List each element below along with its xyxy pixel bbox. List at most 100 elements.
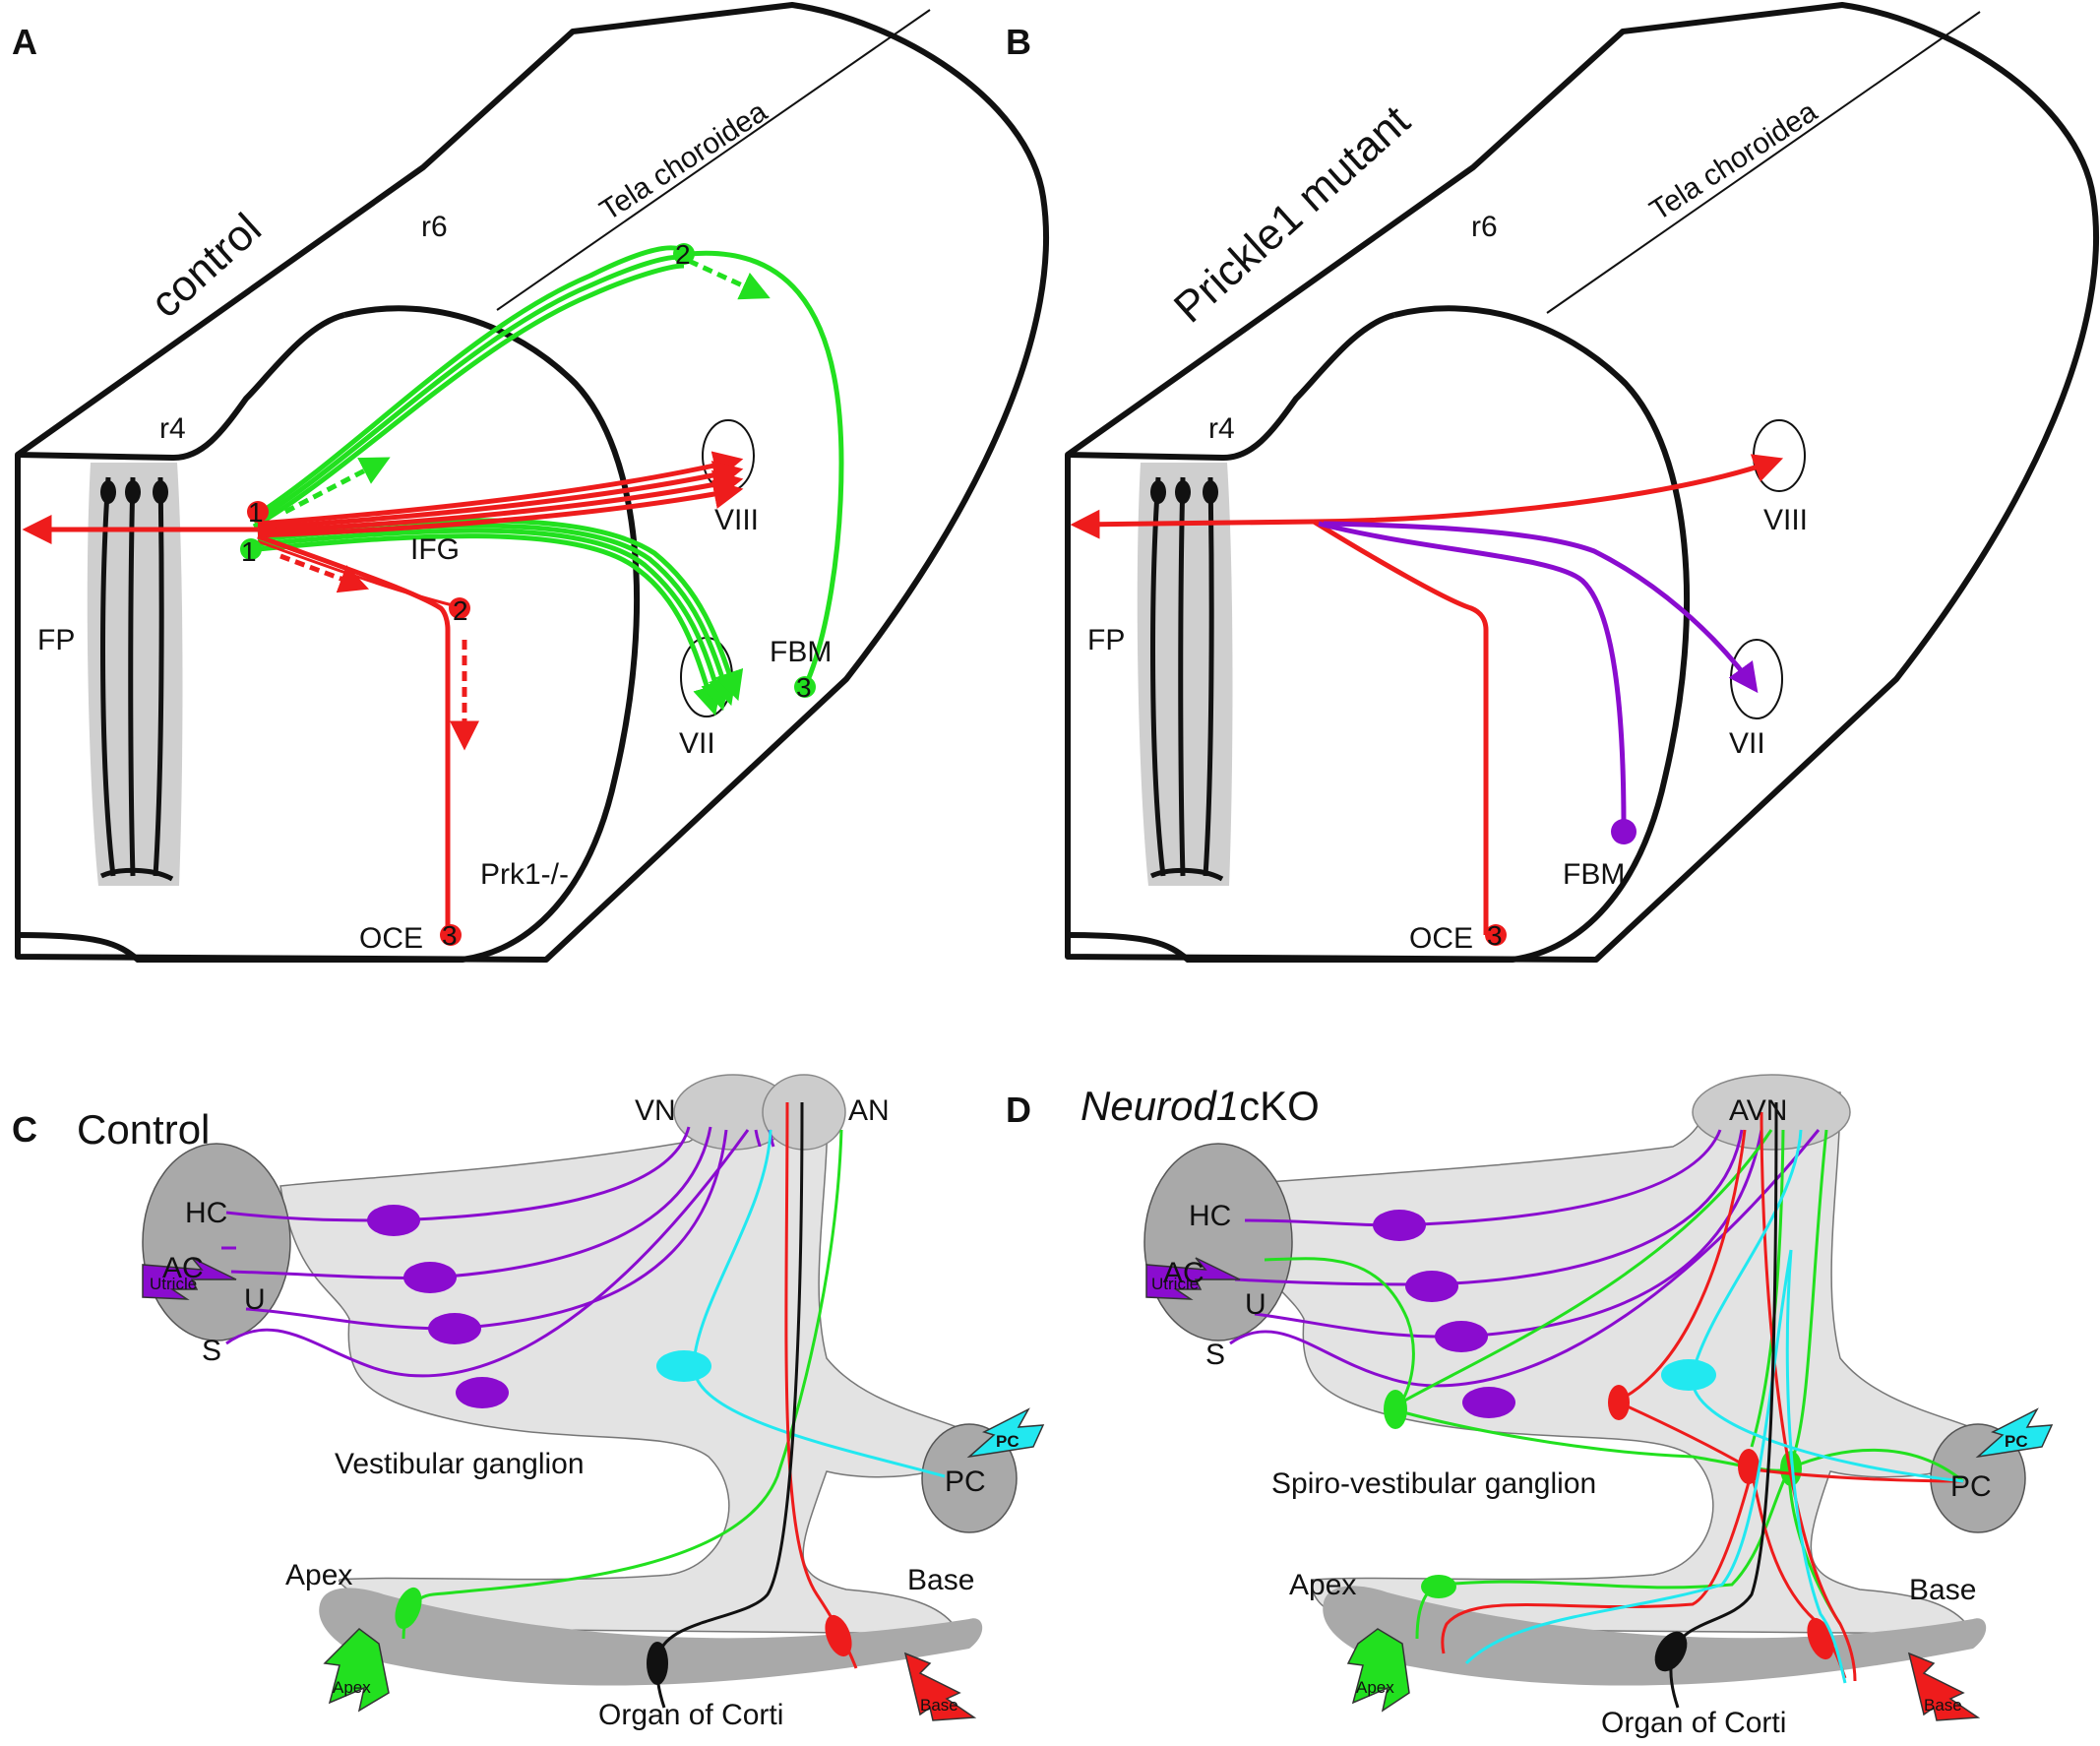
red-base-soma	[825, 1614, 852, 1657]
pc-label: PC	[1950, 1470, 1992, 1503]
organ-label: Organ of Corti	[598, 1699, 783, 1731]
green-apex-soma	[1421, 1575, 1456, 1598]
red-soma-2	[1738, 1449, 1760, 1484]
ac-label: AC	[162, 1252, 204, 1284]
tela-choroidea-line	[1546, 11, 1981, 314]
u-label: U	[1245, 1288, 1266, 1321]
panel-d-title-italic: Neurod1	[1081, 1083, 1239, 1129]
avn-label: AVN	[1729, 1094, 1787, 1127]
panel-b-letter: B	[1006, 22, 1031, 62]
base-label: Base	[1909, 1574, 1976, 1606]
r6-label: r6	[1471, 211, 1498, 243]
pc-arrow	[966, 1407, 1045, 1459]
s-label: S	[1205, 1339, 1225, 1371]
vestibular-endorgan	[142, 1143, 291, 1341]
marker-2-red	[449, 597, 470, 619]
organ-of-corti	[1323, 1586, 1987, 1686]
marker-3-green	[794, 676, 816, 698]
marker-2-green	[673, 243, 695, 265]
apex-arrow-label: Apex	[333, 1678, 371, 1697]
otic-region-outline	[1067, 305, 1691, 963]
green-apex-fiber	[401, 1129, 843, 1640]
marker-1-red-label: 1	[248, 497, 264, 528]
floor-plate-neurons	[99, 476, 174, 882]
marker-2-green-label: 2	[675, 239, 691, 270]
floor-plate-somata	[1150, 480, 1218, 504]
base-arrow-label: Base	[1924, 1696, 1962, 1715]
base-label: Base	[907, 1564, 974, 1596]
marker-2-red-label: 2	[453, 595, 468, 626]
purple-vestibular-somata	[1373, 1210, 1515, 1418]
panel-d-title: Neurod1cKO	[1081, 1083, 1320, 1129]
marker-3-red	[440, 924, 462, 946]
ganglion-body	[1224, 1091, 1999, 1635]
utricle-arrow-label: Utricle	[150, 1275, 197, 1293]
viii-label: VIII	[714, 504, 759, 536]
panel-a: A	[12, 2, 1049, 963]
pc-arrow-label: PC	[996, 1432, 1019, 1451]
red-base-soma	[1807, 1617, 1834, 1660]
base-arrow	[1907, 1652, 1981, 1721]
hindbrain-outline	[15, 2, 1049, 963]
green-apex-soma	[395, 1587, 422, 1630]
avn-nucleus	[1692, 1074, 1851, 1151]
ganglion-label: Spiro-vestibular ganglion	[1271, 1467, 1596, 1500]
oce-label: OCE	[359, 922, 423, 955]
purple-vestibular-somata	[367, 1205, 509, 1408]
cyan-pc-soma	[656, 1350, 711, 1382]
panel-d-letter: D	[1006, 1090, 1031, 1130]
panel-c-letter: C	[12, 1109, 37, 1150]
otic-region-outline	[17, 305, 641, 963]
apex-arrow-label: Apex	[1356, 1678, 1394, 1697]
panel-c: C Control	[12, 1074, 1045, 1731]
fbm-label: FBM	[1563, 858, 1625, 891]
pc-label: PC	[945, 1465, 986, 1498]
red-pathways	[1070, 454, 1784, 935]
panel-d: D Neurod1cKO	[1006, 1074, 2054, 1739]
an-label: AN	[848, 1094, 890, 1127]
ganglion-body	[279, 1091, 985, 1635]
utricle-arrow-label: Utricle	[1151, 1275, 1199, 1293]
base-arrow-label: Base	[920, 1696, 958, 1715]
u-label: U	[244, 1283, 266, 1316]
panel-c-title: Control	[77, 1106, 210, 1153]
an-nucleus	[762, 1074, 846, 1151]
pc-arrow	[1975, 1407, 2054, 1459]
purple-fbm-pathway	[1318, 521, 1759, 828]
panel-b: B 3 Prickle1 muta	[1006, 2, 2099, 963]
apex-arrow	[323, 1628, 390, 1713]
panel-a-markers: 1 1 2 2 3 3	[240, 239, 816, 951]
vii-label: VII	[679, 727, 715, 760]
apex-arrow	[1346, 1628, 1410, 1713]
marker-3-green-label: 3	[796, 672, 812, 703]
utricle-arrow	[142, 1257, 237, 1300]
hc-label: HC	[185, 1197, 227, 1229]
r4-top-edge	[17, 312, 345, 462]
r6-label: r6	[421, 211, 448, 243]
fp-label: FP	[1087, 624, 1125, 656]
prk-label: Prk1-/-	[480, 858, 569, 891]
marker-3-red	[1485, 924, 1507, 946]
ganglion-label: Vestibular ganglion	[335, 1448, 585, 1480]
viii-label: VIII	[1763, 504, 1808, 536]
black-soma	[1654, 1631, 1688, 1672]
cyan-soma	[1661, 1359, 1716, 1391]
hc-label: HC	[1189, 1200, 1231, 1232]
ifg-label: IFG	[410, 533, 460, 566]
vii-label: VII	[1729, 727, 1765, 760]
purple-vestibular-fibers	[221, 1126, 775, 1378]
oce-label: OCE	[1409, 922, 1473, 955]
organ-of-corti	[319, 1588, 983, 1686]
marker-3-red-label: 3	[442, 920, 458, 951]
s-label: S	[202, 1335, 221, 1367]
marker-1-red	[247, 501, 269, 523]
panel-d-title-rest: cKO	[1239, 1083, 1320, 1129]
purple-vestibular-fibers	[1229, 1129, 1821, 1388]
fp-label: FP	[37, 624, 75, 656]
ac-label: AC	[1163, 1257, 1204, 1289]
vn-label: VN	[635, 1094, 676, 1127]
green-soma-1	[1384, 1390, 1407, 1429]
organ-label: Organ of Corti	[1601, 1707, 1786, 1739]
r4-label: r4	[1208, 412, 1235, 445]
marker-1-green-label: 1	[241, 536, 257, 567]
